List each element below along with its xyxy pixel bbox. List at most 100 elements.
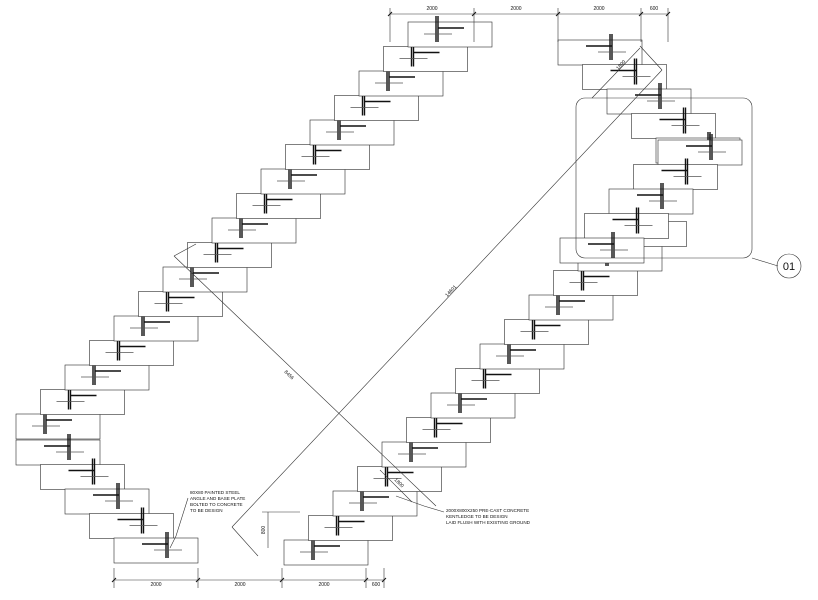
detail-leader	[751, 257, 779, 267]
kentledge-block	[283, 534, 369, 566]
steel-angle-post	[612, 207, 640, 234]
kentledge-block	[260, 163, 346, 195]
kentledge-slab	[631, 113, 716, 139]
kentledge-block	[633, 158, 718, 190]
kentledge-slab	[407, 21, 493, 48]
kentledge-block	[657, 134, 743, 166]
steel-angle-post	[610, 58, 638, 85]
steel-angle-post	[635, 83, 662, 109]
diag-long-ext	[639, 45, 663, 71]
bottom-dim-1: 2000	[150, 582, 161, 588]
kentledge-block	[381, 436, 467, 468]
kentledge-block	[64, 359, 150, 391]
diag-short-ext	[173, 243, 197, 257]
kentledge-block	[553, 264, 638, 296]
kentledge-slab	[528, 294, 614, 321]
kentledge-slab	[283, 539, 369, 566]
steel-angle-post	[435, 16, 464, 42]
kentledge-note-2: KENTLEDGE TO BE DESIGN	[446, 514, 508, 519]
kentledge-block	[582, 58, 667, 90]
kentledge-block	[357, 460, 442, 492]
kentledge-slab	[381, 441, 467, 468]
kentledge-slab	[584, 213, 669, 239]
steel-angle-note-1: 80X80 PAINTED STEEL	[190, 490, 240, 495]
kentledge-leader	[395, 495, 445, 513]
kentledge-block	[138, 285, 223, 317]
dimension-ticks	[111, 11, 671, 583]
kentledge-slab	[553, 270, 638, 296]
steel-angle-post	[93, 483, 120, 509]
top-dim-2: 2000	[510, 6, 521, 12]
kentledge-slab	[606, 88, 692, 115]
kentledge-slab	[236, 193, 321, 219]
bottom-dim-4: 600	[372, 582, 381, 588]
dim-tick	[111, 577, 117, 583]
steel-angle-note-2: ANGLE AND BASE PLATE	[190, 496, 245, 501]
kentledge-slab	[504, 319, 589, 345]
kentledge-slab	[285, 144, 370, 170]
bottom-dim-3: 2000	[318, 582, 329, 588]
kentledge-slab	[332, 490, 418, 517]
kentledge-block	[40, 458, 125, 490]
kentledge-slab	[657, 139, 743, 166]
kentledge-slab	[89, 340, 174, 366]
kentledge-block	[557, 34, 643, 66]
kentledge-block	[162, 261, 248, 293]
steel-angle-note-4: TO BE DESIGN	[190, 508, 223, 513]
kentledge-block	[631, 107, 716, 139]
top-dim-3: 2000	[593, 6, 604, 12]
steel-angle-post	[586, 34, 613, 60]
kentledge-slab	[633, 164, 718, 190]
kentledge-slab	[211, 217, 297, 244]
steel-angle-post	[686, 134, 713, 160]
kentledge-slab	[608, 188, 694, 215]
diag-short-text: 8456	[283, 369, 295, 381]
top-dim-4: 600	[650, 6, 659, 12]
kentledge-slab	[308, 515, 393, 541]
kentledge-slab	[455, 368, 540, 394]
diag-long-line	[231, 69, 663, 528]
kentledge-block	[236, 187, 321, 219]
kentledge-slab	[113, 537, 199, 564]
steel-angle-post	[637, 183, 664, 209]
kentledge-block	[187, 236, 272, 268]
kentledge-slab	[40, 389, 125, 415]
kentledge-slab	[15, 439, 101, 466]
dim-tick	[665, 11, 671, 17]
kentledge-slab	[557, 39, 643, 66]
steel-angle-post	[44, 434, 71, 460]
steel-angle-post	[117, 507, 145, 534]
kentledge-block	[211, 212, 297, 244]
kentledge-block	[15, 408, 101, 440]
block-width-top-line	[591, 47, 641, 99]
kentledge-blocks	[15, 16, 743, 566]
block-width-bottom-line	[379, 469, 413, 503]
kentledge-slab	[358, 70, 444, 97]
steel-angle-leader	[169, 497, 189, 549]
kentledge-slab	[479, 343, 565, 370]
kentledge-slab	[64, 488, 150, 515]
kentledge-slab	[138, 291, 223, 317]
kentledge-slab	[357, 466, 442, 492]
end-offset-text: 800	[261, 526, 267, 535]
kentledge-block	[606, 83, 692, 115]
dim-tick	[555, 11, 561, 17]
kentledge-block	[332, 485, 418, 517]
kentledge-slab	[40, 464, 125, 490]
kentledge-block	[285, 138, 370, 170]
detail-box	[575, 97, 753, 259]
top-dim-1: 2000	[426, 6, 437, 12]
kentledge-block	[15, 434, 101, 466]
dim-tick	[363, 577, 369, 583]
kentledge-slab	[334, 95, 419, 121]
kentledge-slab	[430, 392, 516, 419]
kentledge-block	[64, 483, 150, 515]
kentledge-slab	[406, 417, 491, 443]
steel-angle-post	[661, 158, 689, 185]
kentledge-slab	[582, 64, 667, 90]
kentledge-block	[479, 338, 565, 370]
kentledge-slab	[187, 242, 272, 268]
detail-circle	[776, 253, 802, 279]
kentledge-note-1: 2000X800X250 PRE-CAST CONCRETE	[446, 508, 529, 513]
